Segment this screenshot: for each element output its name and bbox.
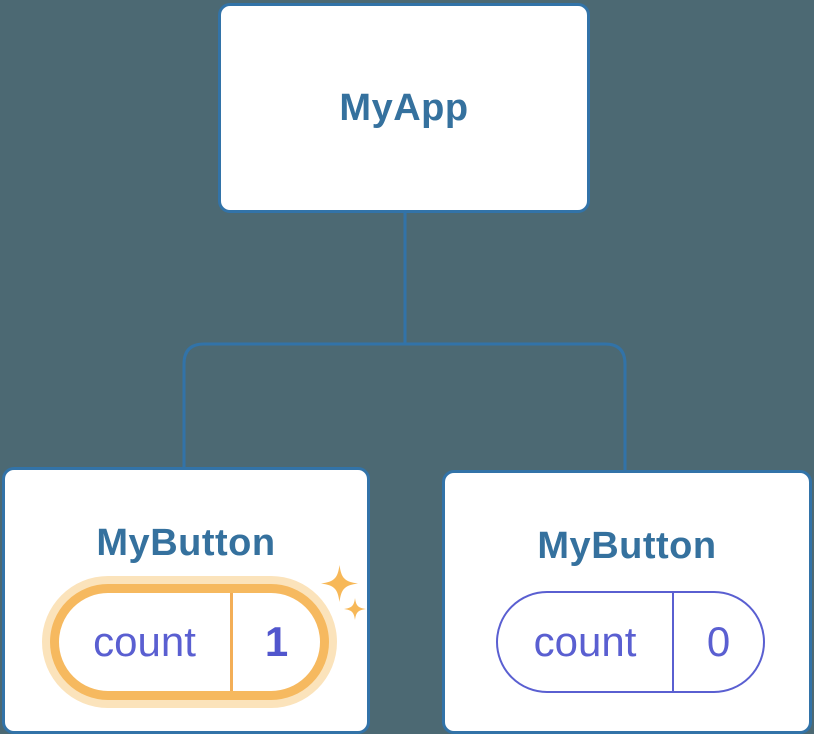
sparkle-icon-small xyxy=(344,598,366,620)
node-mybutton-2-label: MyButton xyxy=(537,525,717,567)
count-state-pill-plain: count 0 xyxy=(496,591,765,693)
node-mybutton-1-label: MyButton xyxy=(96,522,276,564)
node-mybutton-plain: MyButton count 0 xyxy=(442,470,812,734)
state-value: 1 xyxy=(264,618,289,665)
pill-divider xyxy=(230,593,233,691)
state-value: 0 xyxy=(706,618,731,665)
pill-divider xyxy=(672,593,674,691)
state-key-label: count xyxy=(533,618,637,665)
state-key-label: count xyxy=(93,618,196,665)
sparkle-icon xyxy=(321,565,358,602)
node-myapp-label: MyApp xyxy=(339,86,469,129)
count-state-pill-highlighted: count 1 xyxy=(50,584,329,700)
connector-branches xyxy=(182,342,627,473)
node-myapp: MyApp xyxy=(218,3,590,213)
node-mybutton-highlighted: MyButton count 1 xyxy=(2,467,370,734)
